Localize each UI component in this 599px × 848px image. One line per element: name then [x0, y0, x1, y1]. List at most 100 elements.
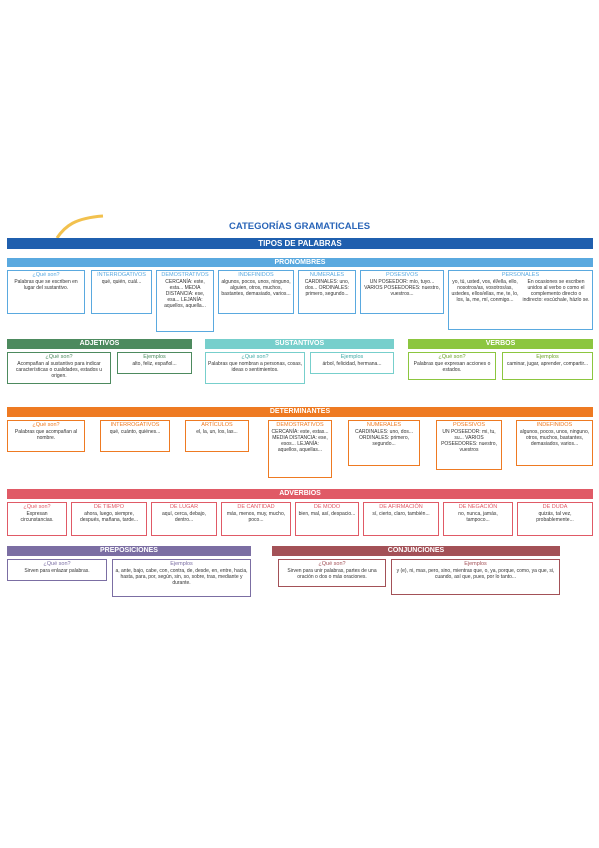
- box-heading: DE TIEMPO: [93, 504, 125, 510]
- adverbios-box-afirmacion: DE AFIRMACIÓN sí, cierto, claro, también…: [363, 502, 439, 536]
- box-text: bien, mal, así, despacio...: [298, 511, 356, 517]
- box-text: y (e), ni, mas, pero, sino, mientras que…: [396, 568, 555, 580]
- box-heading: DEMOSTRATIVOS: [161, 272, 209, 278]
- adverbios-box-que-son: ¿Qué son? Expresan circunstancias.: [7, 502, 67, 536]
- box-text: caminar, jugar, aprender, compartir...: [506, 361, 589, 367]
- preposiciones-box-que-son: ¿Qué son? Sirven para enlazar palabras.: [7, 559, 107, 581]
- pronombres-box-que-son: ¿Qué son? Palabras que se escriben en lu…: [7, 270, 85, 314]
- box-heading: NUMERALES: [366, 422, 402, 428]
- box-heading: ARTÍCULOS: [201, 422, 233, 428]
- box-heading: Ejemplos: [464, 561, 487, 567]
- pronombres-box-interrogativos: INTERROGATIVOS qué, quién, cuál...: [91, 270, 152, 314]
- box-heading: INDEFINIDOS: [536, 422, 573, 428]
- box-heading: DE LUGAR: [169, 504, 199, 510]
- pronombres-box-demostrativos: DEMOSTRATIVOS CERCANÍA: este, esta... ME…: [156, 270, 214, 332]
- pronombres-box-posesivos: POSESIVOS UN POSEEDOR: mío, tuyo... VARI…: [360, 270, 444, 314]
- conjunciones-box-que-son: ¿Qué son? Sirven para unir palabras, par…: [278, 559, 386, 587]
- box-heading: ¿Qué son?: [43, 561, 71, 567]
- box-text: el, la, un, los, las...: [196, 429, 238, 435]
- header-swoosh: [55, 214, 104, 239]
- box-heading: DEMOSTRATIVOS: [276, 422, 324, 428]
- adverbios-box-cantidad: DE CANTIDAD más, menos, muy, mucho, poco…: [221, 502, 291, 536]
- box-text: Expresan circunstancias.: [20, 511, 54, 523]
- box-text: UN POSEEDOR: mío, tuyo... VARIOS POSEEDO…: [364, 279, 440, 297]
- box-text: sí, cierto, claro, también...: [372, 511, 430, 517]
- determinantes-box-que-son: ¿Qué son? Palabras que acompañan al nomb…: [7, 420, 85, 452]
- box-text: más, menos, muy, mucho, poco...: [226, 511, 286, 523]
- adverbios-box-tiempo: DE TIEMPO ahora, luego, siempre, después…: [71, 502, 147, 536]
- determinantes-box-interrogativos: INTERROGATIVOS qué, cuánto, quiénes...: [100, 420, 170, 452]
- box-heading: ¿Qué son?: [45, 354, 73, 360]
- box-text: Palabras que se escriben en lugar del su…: [14, 279, 78, 291]
- determinantes-box-articulos: ARTÍCULOS el, la, un, los, las...: [185, 420, 249, 452]
- preposiciones-box-ejemplos: Ejemplos a, ante, bajo, cabe, con, contr…: [112, 559, 251, 597]
- conjunciones-bar: CONJUNCIONES: [272, 546, 560, 556]
- box-text: alto, feliz, español...: [132, 361, 177, 367]
- box-heading: DE DUDA: [542, 504, 568, 510]
- box-text: algunos, pocos, unos, ninguno, otros, mu…: [519, 429, 590, 447]
- pronombres-box-indefinidos: INDEFINIDOS algunos, pocos, unos, ningun…: [218, 270, 294, 314]
- box-heading: Ejemplos: [170, 561, 193, 567]
- tipos-band: TIPOS DE PALABRAS: [7, 238, 593, 249]
- determinantes-box-numerales: NUMERALES CARDINALES: uno, dos... ORDINA…: [348, 420, 420, 466]
- verbos-bar: VERBOS: [408, 339, 593, 349]
- determinantes-bar: DETERMINANTES: [7, 407, 593, 417]
- verbos-box-ejemplos: Ejemplos caminar, jugar, aprender, compa…: [502, 352, 593, 380]
- adjetivos-box-que-son: ¿Qué son? Acompañan al sustantivo para i…: [7, 352, 111, 384]
- box-text: CERCANÍA: este, esta... MEDIA DISTANCIA:…: [164, 279, 206, 309]
- box-text: CERCANÍA: este, estas... MEDIA DISTANCIA…: [271, 429, 329, 453]
- box-text: Sirven para enlazar palabras.: [24, 568, 90, 574]
- pronombres-bar: PRONOMBRES: [7, 258, 593, 267]
- sustantivos-box-que-son: ¿Qué son? Palabras que nombran a persona…: [205, 352, 305, 384]
- adjetivos-box-ejemplos: Ejemplos alto, feliz, español...: [117, 352, 192, 374]
- adverbios-bar: ADVERBIOS: [7, 489, 593, 499]
- box-text: quizás, tal vez, probablemente...: [536, 511, 574, 523]
- box-heading: DE CANTIDAD: [237, 504, 275, 510]
- box-heading: ¿Qué son?: [23, 504, 51, 510]
- box-text: a, ante, bajo, cabe, con, contra, de, de…: [115, 568, 248, 586]
- box-text: Sirven para unir palabras, partes de una…: [287, 568, 377, 580]
- box-text: algunos, pocos, unos, ninguno, alguien, …: [221, 279, 291, 297]
- box-text: Palabras que expresan acciones o estados…: [413, 361, 491, 373]
- box-heading: INTERROGATIVOS: [110, 422, 160, 428]
- adverbios-box-lugar: DE LUGAR aquí, cerca, debajo, dentro...: [151, 502, 217, 536]
- box-text: yo, tú, usted, vos, él/ella, ello, nosot…: [451, 279, 519, 303]
- box-heading: ¿Qué son?: [438, 354, 466, 360]
- box-heading: DE MODO: [313, 504, 341, 510]
- box-text: CARDINALES: uno, dos... ORDINALES: prime…: [354, 429, 414, 447]
- box-text: qué, quién, cuál...: [101, 279, 142, 285]
- determinantes-box-demostrativos: DEMOSTRATIVOS CERCANÍA: este, estas... M…: [268, 420, 332, 478]
- box-text: aquí, cerca, debajo, dentro...: [162, 511, 206, 523]
- sustantivos-box-ejemplos: Ejemplos árbol, felicidad, hermana...: [310, 352, 394, 374]
- box-text: Acompañan al sustantivo para indicar car…: [15, 361, 103, 379]
- box-heading: DE AFIRMACIÓN: [379, 504, 423, 510]
- box-heading: INDEFINIDOS: [238, 272, 274, 278]
- box-text: árbol, felicidad, hermana...: [322, 361, 382, 367]
- verbos-box-que-son: ¿Qué son? Palabras que expresan acciones…: [408, 352, 496, 380]
- box-text: CARDINALES: uno, dos... ORDINALES: prime…: [304, 279, 350, 297]
- box-note: En ocasiones se escriben unidos al verbo…: [522, 279, 590, 303]
- adverbios-box-negacion: DE NEGACIÓN no, nunca, jamás, tampoco...: [443, 502, 513, 536]
- adverbios-box-modo: DE MODO bien, mal, así, despacio...: [295, 502, 359, 536]
- box-heading: Ejemplos: [536, 354, 559, 360]
- adjetivos-bar: ADJETIVOS: [7, 339, 192, 349]
- box-text: UN POSEEDOR: mi, tu, su... VARIOS POSEED…: [441, 429, 497, 453]
- box-heading: POSESIVOS: [452, 422, 486, 428]
- pronombres-box-personales: PERSONALES yo, tú, usted, vos, él/ella, …: [448, 270, 593, 330]
- box-heading: Ejemplos: [340, 354, 364, 360]
- page-title: CATEGORÍAS GRAMATICALES: [228, 221, 371, 232]
- box-heading: ¿Qué son?: [241, 354, 269, 360]
- box-heading: DE NEGACIÓN: [458, 504, 498, 510]
- box-heading: PERSONALES: [501, 272, 540, 278]
- box-heading: ¿Qué son?: [318, 561, 346, 567]
- box-text: Palabras que acompañan al nombre.: [14, 429, 78, 441]
- pronombres-box-numerales: NUMERALES CARDINALES: uno, dos... ORDINA…: [298, 270, 356, 314]
- box-text: qué, cuánto, quiénes...: [109, 429, 161, 435]
- conjunciones-box-ejemplos: Ejemplos y (e), ni, mas, pero, sino, mie…: [391, 559, 560, 595]
- determinantes-box-posesivos: POSESIVOS UN POSEEDOR: mi, tu, su... VAR…: [436, 420, 502, 470]
- box-heading: NUMERALES: [309, 272, 345, 278]
- box-text: no, nunca, jamás, tampoco...: [458, 511, 498, 523]
- preposiciones-bar: PREPOSICIONES: [7, 546, 251, 556]
- determinantes-box-indefinidos: INDEFINIDOS algunos, pocos, unos, ningun…: [516, 420, 593, 466]
- box-heading: POSESIVOS: [385, 272, 419, 278]
